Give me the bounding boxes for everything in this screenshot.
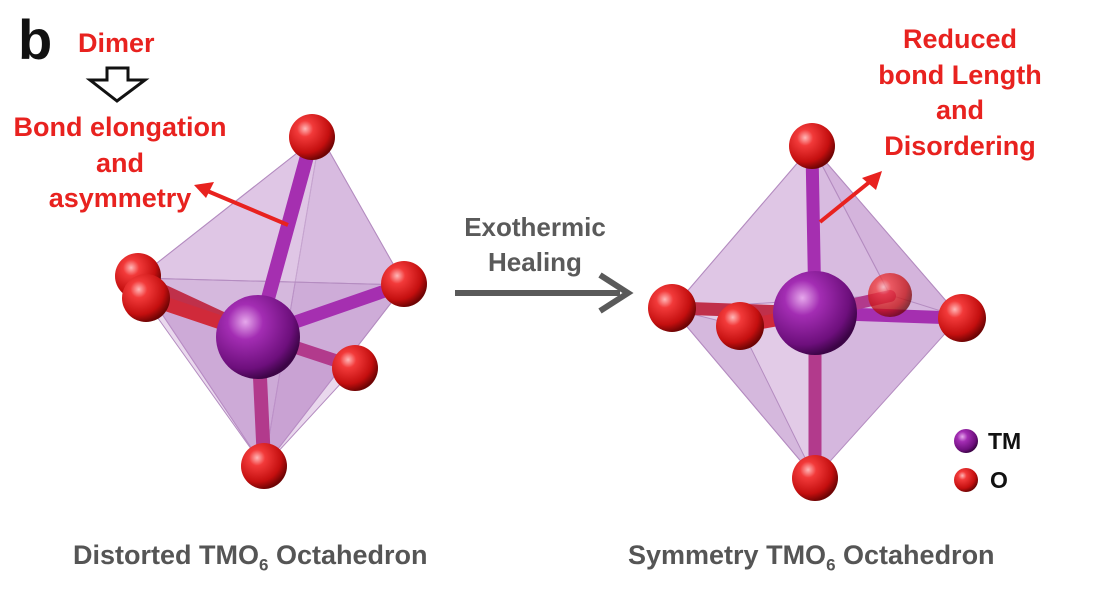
- legend-tm-label: TM: [988, 428, 1022, 454]
- process-line-2: Healing: [488, 247, 582, 278]
- left-caption-sub: 6: [259, 555, 269, 575]
- reduced-line-4: Disordering: [884, 130, 1036, 161]
- right-caption: Symmetry TMO6 Octahedron: [628, 540, 995, 575]
- dimer-label: Dimer: [78, 28, 155, 58]
- reduced-line-3: and: [935, 95, 984, 126]
- bond-elongation-line-3: asymmetry: [48, 183, 192, 214]
- bond-elongation-label: Bond elongation and asymmetry: [0, 110, 240, 217]
- legend-o-icon: [954, 468, 978, 492]
- process-line-1: Exothermic: [464, 212, 606, 242]
- process-arrow: [455, 272, 634, 314]
- symmetric-octahedron: [648, 123, 986, 501]
- legend-o-label: O: [990, 467, 1008, 493]
- reduced-line-1: Reduced: [902, 24, 1018, 54]
- left-caption: Distorted TMO6 Octahedron: [73, 540, 428, 575]
- legend-tm-icon: [954, 429, 978, 453]
- distorted-octahedron: [115, 114, 427, 489]
- process-label: Exothermic Healing: [445, 210, 625, 280]
- reduced-bond-label: Reduced bond Length and Disordering: [855, 22, 1065, 165]
- reduced-line-2: bond Length: [878, 59, 1042, 90]
- right-caption-prefix: Symmetry TMO: [628, 540, 827, 570]
- left-caption-suffix: Octahedron: [268, 540, 428, 570]
- left-caption-prefix: Distorted TMO: [73, 540, 259, 570]
- down-arrow-icon: [85, 66, 150, 103]
- right-caption-sub: 6: [826, 555, 836, 575]
- bond-elongation-line-2: and: [95, 147, 144, 178]
- right-caption-suffix: Octahedron: [835, 540, 995, 570]
- panel-label: b: [18, 8, 53, 71]
- bond-elongation-line-1: Bond elongation: [13, 112, 227, 142]
